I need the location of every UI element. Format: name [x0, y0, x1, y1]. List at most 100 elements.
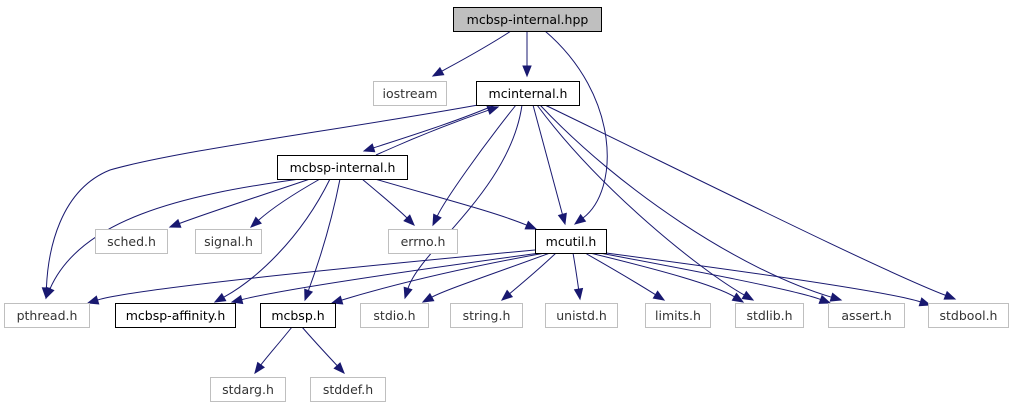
- node-sched-h: sched.h: [95, 229, 168, 254]
- node-mcinternal-h[interactable]: mcinternal.h: [476, 81, 580, 106]
- node-box: [373, 81, 447, 106]
- edge-mcbsp-internal-h-to-pthread-h: [45, 178, 301, 300]
- arrowhead: [573, 287, 584, 301]
- node-label: limits.h: [655, 308, 701, 323]
- node-mcbsp-internal-hpp[interactable]: mcbsp-internal.hpp: [453, 7, 602, 32]
- node-string-h: string.h: [450, 303, 523, 328]
- node-label: errno.h: [401, 234, 446, 249]
- node-stdlib-h: stdlib.h: [735, 303, 804, 328]
- arrowhead: [403, 214, 415, 226]
- arrowhead: [86, 295, 100, 305]
- node-label: mcbsp-affinity.h: [126, 308, 226, 323]
- edge-mcbsp-internal-hpp-to-iostream: [431, 30, 512, 77]
- node-label: assert.h: [841, 308, 891, 323]
- edge-mcutil-h-to-limits-h: [584, 252, 666, 301]
- edges-layer: [41, 30, 957, 375]
- edge-mcinternal-h-to-stdio-h: [403, 104, 523, 300]
- node-box: [545, 303, 618, 328]
- node-box: [535, 229, 607, 254]
- edge-mcutil-h-to-string-h: [500, 252, 557, 301]
- node-box: [645, 303, 711, 328]
- node-label: unistd.h: [556, 308, 607, 323]
- node-box: [476, 81, 580, 106]
- arrowhead: [573, 213, 587, 225]
- arrowhead: [45, 286, 55, 300]
- arrowhead: [918, 297, 932, 307]
- arrowhead: [432, 213, 442, 227]
- edge-mcbsp-h-to-stddef-h: [301, 326, 345, 374]
- edge-mcbsp-internal-h-to-mcinternal-h: [375, 105, 500, 156]
- node-iostream: iostream: [373, 81, 447, 106]
- node-box: [928, 303, 1009, 328]
- arrowhead: [818, 294, 832, 304]
- node-label: mcbsp.h: [271, 308, 324, 323]
- arrowhead: [431, 66, 445, 77]
- arrowhead: [304, 288, 314, 302]
- arrowhead: [486, 105, 500, 115]
- node-mcutil-h[interactable]: mcutil.h: [535, 229, 607, 254]
- arrowhead: [500, 289, 514, 301]
- node-label: sched.h: [107, 234, 156, 249]
- node-mcbsp-internal-h[interactable]: mcbsp-internal.h: [277, 155, 408, 180]
- node-box: [453, 7, 602, 32]
- node-stdio-h: stdio.h: [360, 303, 429, 328]
- arrowhead: [249, 216, 262, 228]
- node-box: [260, 303, 336, 328]
- node-unistd-h: unistd.h: [545, 303, 618, 328]
- edge-mcbsp-internal-h-to-mcbsp-h: [304, 178, 341, 302]
- arrowhead: [522, 65, 532, 78]
- edge-mcutil-h-to-assert-h: [599, 252, 832, 304]
- arrowhead: [168, 218, 182, 228]
- edge-mcutil-h-to-mcbsp-h: [330, 252, 546, 305]
- node-box: [95, 229, 168, 254]
- arrowhead: [731, 292, 745, 303]
- edge-mcinternal-h-to-mcutil-h: [532, 104, 567, 226]
- node-box: [735, 303, 804, 328]
- edge-mcutil-h-to-pthread-h: [86, 249, 536, 305]
- node-stdbool-h: stdbool.h: [928, 303, 1009, 328]
- arrowhead: [333, 362, 345, 374]
- node-label: signal.h: [204, 234, 253, 249]
- edge-mcbsp-internal-hpp-to-mcutil-h: [544, 30, 608, 225]
- edge-mcutil-h-to-mcbsp-affinity-h: [230, 252, 541, 305]
- arrowhead: [557, 212, 567, 226]
- node-mcbsp-h[interactable]: mcbsp.h: [260, 303, 336, 328]
- node-assert-h: assert.h: [828, 303, 905, 328]
- edge-mcinternal-h-to-mcbsp-internal-h: [362, 104, 496, 153]
- node-stdarg-h: stdarg.h: [210, 377, 286, 402]
- node-box: [210, 377, 286, 402]
- node-label: mcinternal.h: [489, 86, 568, 101]
- arrowhead: [943, 290, 957, 300]
- edge-mcbsp-internal-h-to-mcbsp-affinity-h: [213, 178, 331, 303]
- edge-mcbsp-internal-h-to-errno-h: [361, 178, 415, 226]
- node-box: [277, 155, 408, 180]
- node-limits-h: limits.h: [645, 303, 711, 328]
- node-label: pthread.h: [17, 308, 78, 323]
- edge-mcbsp-h-to-stdarg-h: [254, 326, 293, 375]
- arrowhead: [652, 290, 666, 301]
- node-label: mcbsp-internal.h: [290, 160, 396, 175]
- node-signal-h: signal.h: [195, 229, 262, 254]
- edge-mcutil-h-to-unistd-h: [572, 252, 584, 301]
- node-errno-h: errno.h: [388, 229, 458, 254]
- node-label: iostream: [383, 86, 438, 101]
- node-stddef-h: stddef.h: [310, 377, 386, 402]
- node-pthread-h: pthread.h: [4, 303, 90, 328]
- node-label: stdarg.h: [222, 382, 274, 397]
- edge-mcutil-h-to-stdio-h: [421, 252, 551, 303]
- node-label: stddef.h: [323, 382, 373, 397]
- edge-mcinternal-h-to-stdbool-h: [544, 104, 957, 300]
- edge-mcbsp-internal-hpp-to-mcinternal-h: [522, 31, 532, 78]
- edge-mcinternal-h-to-errno-h: [432, 104, 517, 227]
- arrowhead: [230, 294, 244, 305]
- edge-mcinternal-h-to-stdlib-h: [536, 104, 755, 301]
- edge-mcinternal-h-to-pthread-h: [41, 104, 479, 300]
- node-box: [388, 229, 458, 254]
- edge-mcbsp-internal-h-to-signal-h: [249, 178, 321, 228]
- node-label: mcutil.h: [546, 234, 597, 249]
- node-box: [360, 303, 429, 328]
- node-mcbsp-affinity-h[interactable]: mcbsp-affinity.h: [115, 303, 236, 328]
- edge-mcbsp-internal-h-to-mcutil-h: [374, 178, 538, 230]
- node-label: stdio.h: [373, 308, 415, 323]
